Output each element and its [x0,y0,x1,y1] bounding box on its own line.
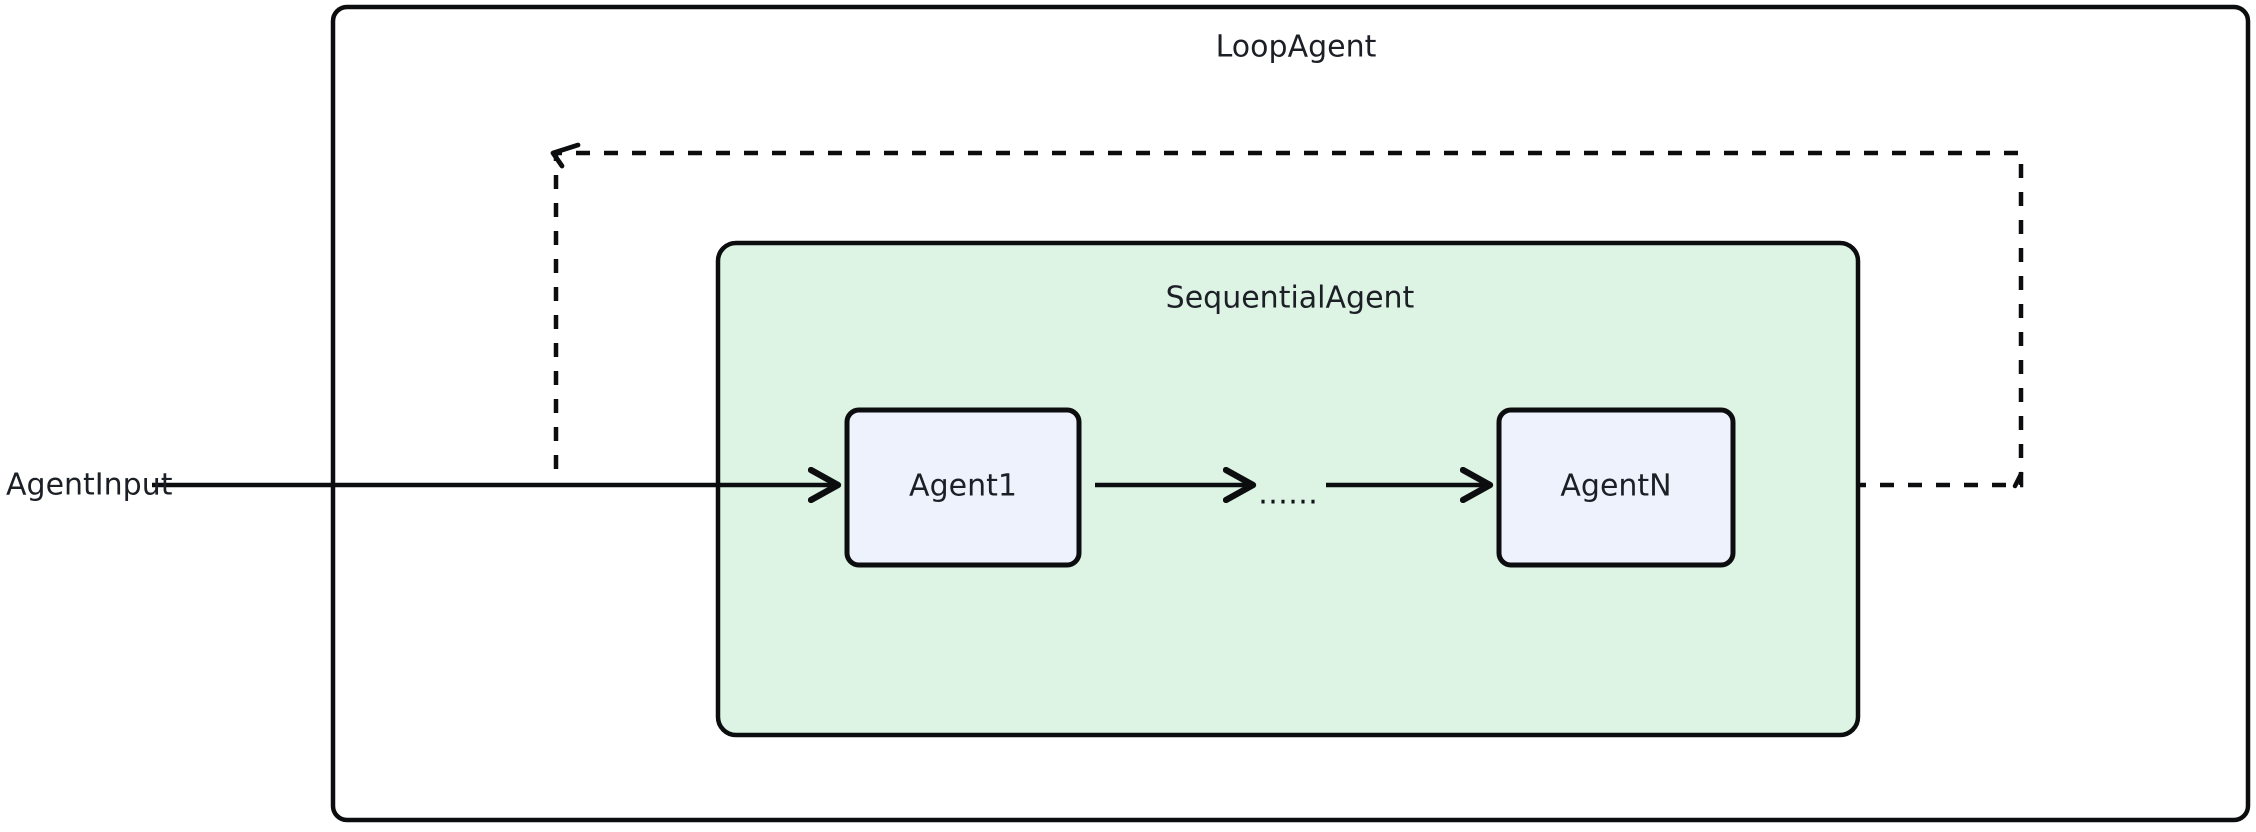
node-agent1[interactable]: Agent1 [844,407,1082,568]
loop-back-edge[interactable] [550,142,2024,489]
node-agentn[interactable]: AgentN [1496,407,1736,568]
sequential-agent-group[interactable]: SequentialAgent [715,240,1861,738]
loop-back-corner-tick [2012,471,2024,489]
loop-back-arrowhead [550,142,581,169]
sequential-agent-title: SequentialAgent [1166,281,1415,316]
ellipsis-label: …… [1258,477,1318,512]
loop-agent-title: LoopAgent [1216,30,1377,65]
loop-back-path [553,150,2024,488]
agent1-label: Agent1 [909,469,1017,504]
agentn-box[interactable] [1496,407,1736,568]
agent1-box[interactable] [844,407,1082,568]
agentn-label: AgentN [1560,469,1671,504]
sequential-agent-boundary[interactable] [715,240,1861,738]
agent-input-label: AgentInput [6,468,173,503]
